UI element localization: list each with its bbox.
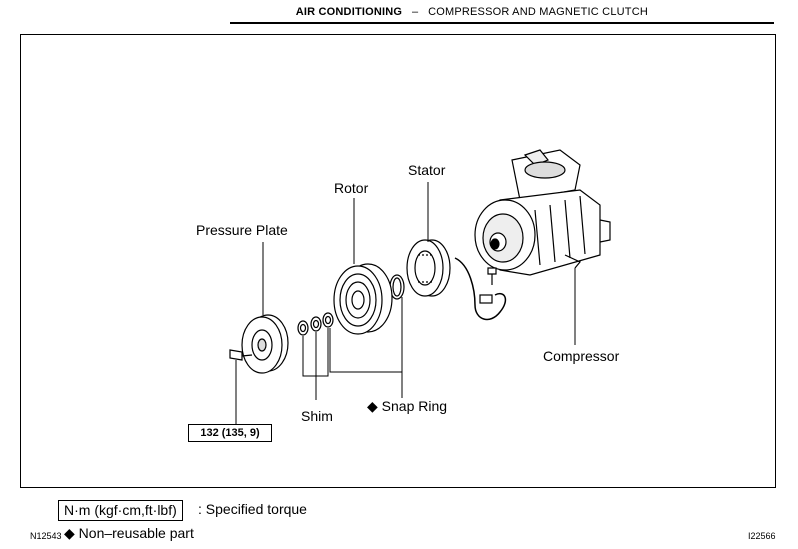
- snap-ring-text: Snap Ring: [381, 398, 448, 414]
- header-section: AIR CONDITIONING: [295, 6, 403, 18]
- pressure-plate-illustration: [241, 314, 289, 374]
- header-separator: –: [411, 6, 419, 18]
- legend-nonreusable-desc: Non–reusable part: [78, 525, 194, 541]
- diagram-frame: [20, 34, 776, 488]
- page-header: AIR CONDITIONING – COMPRESSOR AND MAGNET…: [296, 6, 648, 18]
- legend-nonreusable: ◆ Non–reusable part: [64, 525, 194, 542]
- non-reusable-marker-icon: ◆: [64, 525, 75, 541]
- snap-ring-label: ◆ Snap Ring: [367, 398, 447, 415]
- stator-label: Stator: [408, 162, 446, 178]
- legend-torque-units: N·m (kgf·cm,ft·lbf): [58, 500, 183, 521]
- bolt-small: [487, 267, 497, 285]
- plate-bolt-illustration: [229, 349, 253, 361]
- compressor-illustration: [474, 149, 611, 276]
- legend-id: N12543: [30, 531, 62, 541]
- torque-value-box: 132 (135, 9): [188, 424, 272, 442]
- legend-torque-desc: : Specified torque: [198, 501, 307, 517]
- rotor-illustration: [333, 263, 393, 335]
- rotor-label: Rotor: [334, 180, 369, 196]
- shims-illustration: [297, 312, 334, 336]
- stator-illustration: [406, 239, 451, 297]
- figure-id: I22566: [748, 531, 776, 541]
- non-reusable-marker-icon: ◆: [367, 398, 378, 414]
- compressor-label: Compressor: [543, 348, 620, 364]
- pressure-plate-label: Pressure Plate: [196, 222, 288, 238]
- shim-label: Shim: [301, 408, 333, 424]
- header-subsection: COMPRESSOR AND MAGNETIC CLUTCH: [428, 6, 648, 18]
- header-rule: [230, 22, 774, 24]
